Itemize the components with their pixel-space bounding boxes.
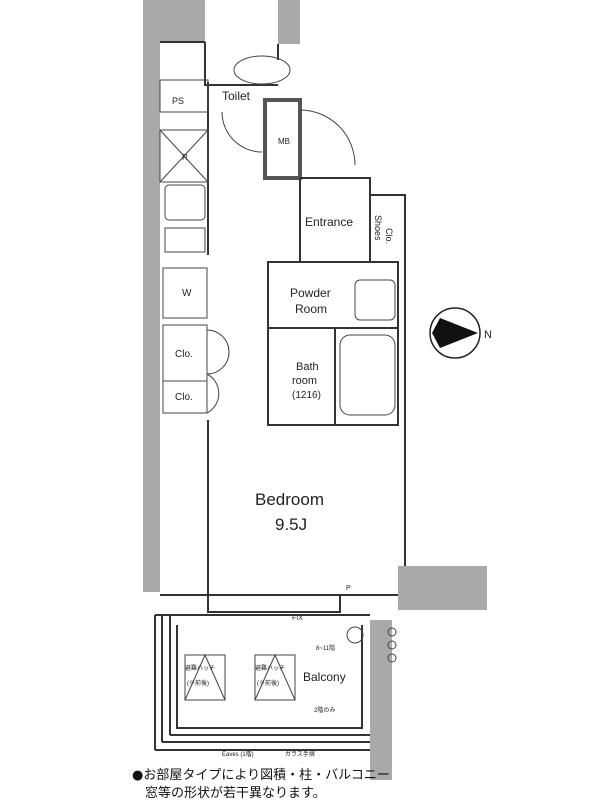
label-mb: MB [278,137,290,146]
label-bedroom: Bedroom [255,490,324,509]
note-line-1: ●お部屋タイプにより図積・柱・バルコニー [132,768,390,783]
label-bath-room: room [292,375,317,387]
label-p: P [346,585,351,592]
label-glass-railing: ガラス手摺 [285,750,315,758]
label-aircon: 8~11階 [316,644,335,652]
label-r: R [182,153,188,162]
label-shoes-clo: Clo. [384,228,394,244]
fixtures [159,55,397,701]
label-ps: PS [172,96,184,106]
label-clo-1: Clo. [175,349,193,360]
label-bath: Bath [296,361,319,373]
label-hatch-2b: (※前後) [257,679,279,687]
label-drain: 2階のみ [314,706,335,714]
compass-label: N [484,329,492,341]
label-clo-2: Clo. [175,392,193,403]
label-fix: FIX [292,615,303,622]
north-compass-icon [429,307,481,359]
label-eaves: Eaves (1階) [222,750,254,758]
label-bedroom-size: 9.5J [275,515,307,534]
label-shoes: Shoes [373,215,383,241]
structural-walls [143,0,487,780]
note-line-2: 窓等の形状が若干異なります。 [132,786,326,800]
label-hatch-1: 避難ハッチ [185,664,215,672]
label-balcony: Balcony [303,670,346,684]
label-toilet: Toilet [222,89,251,103]
label-w: W [182,288,192,299]
label-hatch-1b: (※前後) [187,679,209,687]
label-powder: Powder [290,286,331,300]
label-hatch-2: 避難ハッチ [255,664,285,672]
label-entrance: Entrance [305,215,353,229]
label-powder-room: Room [295,302,327,316]
label-bath-size: (1216) [292,390,321,401]
